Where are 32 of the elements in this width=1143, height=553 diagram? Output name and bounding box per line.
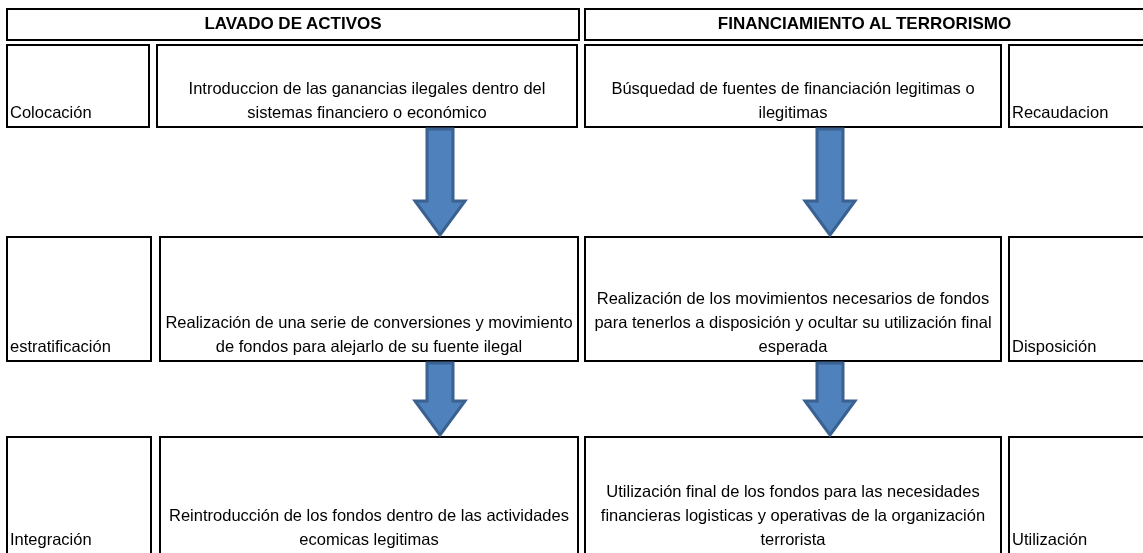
stage-label: estratificación (10, 336, 111, 358)
stage-cell (1008, 236, 1143, 362)
description-text: Introduccion de las ganancias ilegales dentro del sistemas financiero o económico (187, 78, 547, 124)
description-text: Búsquedad de fuentes de financiación legitimas o ilegitimas (610, 78, 976, 124)
block-arrow (802, 361, 858, 438)
stage-cell (1008, 436, 1143, 553)
stage-cell (6, 236, 152, 362)
stage-label: Colocación (10, 102, 92, 124)
description-cell (584, 236, 1002, 362)
description-text: Realización de una serie de conversiones y movimiento de fondos para alejarlo de su fuente ilegal (164, 312, 574, 358)
header-cell (584, 8, 1143, 41)
description-cell (159, 436, 579, 553)
description-cell (156, 44, 578, 128)
stage-label: Disposición (1012, 336, 1097, 358)
description-text: Utilización final de los fondos para las necesidades financieras logisticas y operativas de la organización terrorista (599, 481, 987, 551)
stage-cell (6, 44, 150, 128)
block-arrow (412, 127, 468, 238)
stage-label: Utilización (1012, 529, 1088, 551)
stage-cell (6, 436, 152, 553)
block-arrow (802, 127, 858, 238)
stage-cell (1008, 44, 1143, 128)
block-arrow (412, 361, 468, 438)
header-cell (6, 8, 580, 41)
description-cell (159, 236, 579, 362)
description-text: Reintroducción de los fondos dentro de las actividades ecomicas legitimas (168, 505, 570, 551)
description-cell (584, 44, 1002, 128)
stage-label: Integración (10, 529, 92, 551)
column-heading: LAVADO DE ACTIVOS (204, 12, 382, 35)
stage-label: Recaudacion (1012, 102, 1109, 124)
column-heading: FINANCIAMIENTO AL TERRORISMO (717, 12, 1012, 35)
description-text: Realización de los movimientos necesarios de fondos para tenerlos a disposición y ocultar su utilización final esperada (593, 288, 993, 358)
description-cell (584, 436, 1002, 553)
